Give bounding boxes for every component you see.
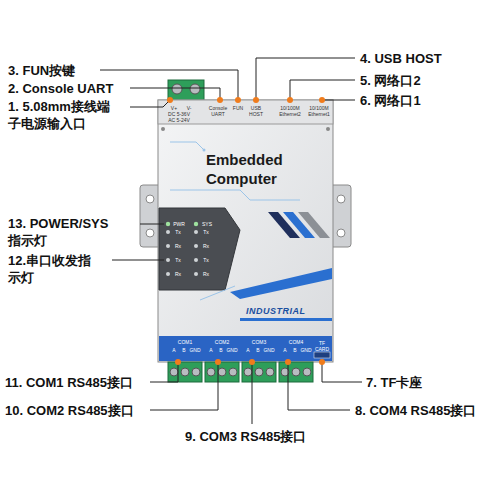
- pin-label: GND: [188, 347, 202, 353]
- pin-label: B: [291, 347, 299, 353]
- callout-label: 12.串口收发指 示灯: [8, 252, 108, 286]
- pin-label: B: [217, 347, 225, 353]
- led-label: Rx: [172, 271, 184, 277]
- pin-label: A: [244, 347, 252, 353]
- port-label: USB HOST: [246, 105, 266, 117]
- led-label: Rx: [172, 243, 184, 249]
- led-label: Tx: [172, 229, 184, 235]
- port-label: 10/100M Ethernet2: [276, 105, 304, 117]
- port-label: 10/100M Ethernet1: [306, 105, 332, 117]
- port-label: AC 5-24V: [166, 117, 192, 123]
- callout-label: 10. COM2 RS485接口: [5, 402, 134, 419]
- pin-label: GND: [225, 347, 239, 353]
- pin-label: GND: [299, 347, 313, 353]
- pin-label: B: [180, 347, 188, 353]
- led-label: SYS: [200, 221, 214, 227]
- port-label: FUN: [231, 105, 245, 111]
- callout-label: 8. COM4 RS485接口: [355, 402, 476, 419]
- port-label: COM4: [284, 339, 308, 345]
- led-label: PWR: [172, 221, 186, 227]
- callout-label: 11. COM1 RS485接口: [5, 374, 133, 391]
- port-label: V-: [184, 105, 194, 111]
- led-label: Rx: [200, 271, 212, 277]
- led-label: Tx: [200, 257, 212, 263]
- pin-label: B: [254, 347, 262, 353]
- pin-label: A: [207, 347, 215, 353]
- led-label: Tx: [200, 229, 212, 235]
- port-label: TF CARD: [312, 340, 332, 352]
- callout-label: 1. 5.08mm接线端 子电源输入口: [8, 98, 130, 132]
- led-label: Tx: [172, 257, 184, 263]
- port-label: COM1: [173, 339, 197, 345]
- callout-label: 7. TF卡座: [366, 374, 422, 391]
- port-label: DC 5-36V: [166, 111, 192, 117]
- led-label: Rx: [200, 243, 212, 249]
- port-label: COM3: [247, 339, 271, 345]
- callout-label: 3. FUN按键: [8, 62, 75, 79]
- port-label: V+: [169, 105, 179, 111]
- callout-label: 4. USB HOST: [360, 50, 442, 67]
- port-label: COM2: [210, 339, 234, 345]
- callout-label: 5. 网络口2: [360, 72, 421, 89]
- port-label: Console UART: [206, 105, 230, 117]
- pin-label: A: [281, 347, 289, 353]
- pin-label: A: [170, 347, 178, 353]
- callout-label: 13. POWER/SYS 指示灯: [8, 215, 136, 249]
- brand-text: INDUSTRIAL: [246, 306, 330, 317]
- pin-label: GND: [262, 347, 276, 353]
- callout-label: 9. COM3 RS485接口: [185, 428, 306, 445]
- product-name: Embedded Computer: [206, 150, 306, 188]
- callout-label: 2. Console UART: [8, 80, 113, 97]
- device-body: Embedded ComputerINDUSTRIAL: [158, 100, 333, 362]
- callout-label: 6. 网络口1: [360, 92, 421, 109]
